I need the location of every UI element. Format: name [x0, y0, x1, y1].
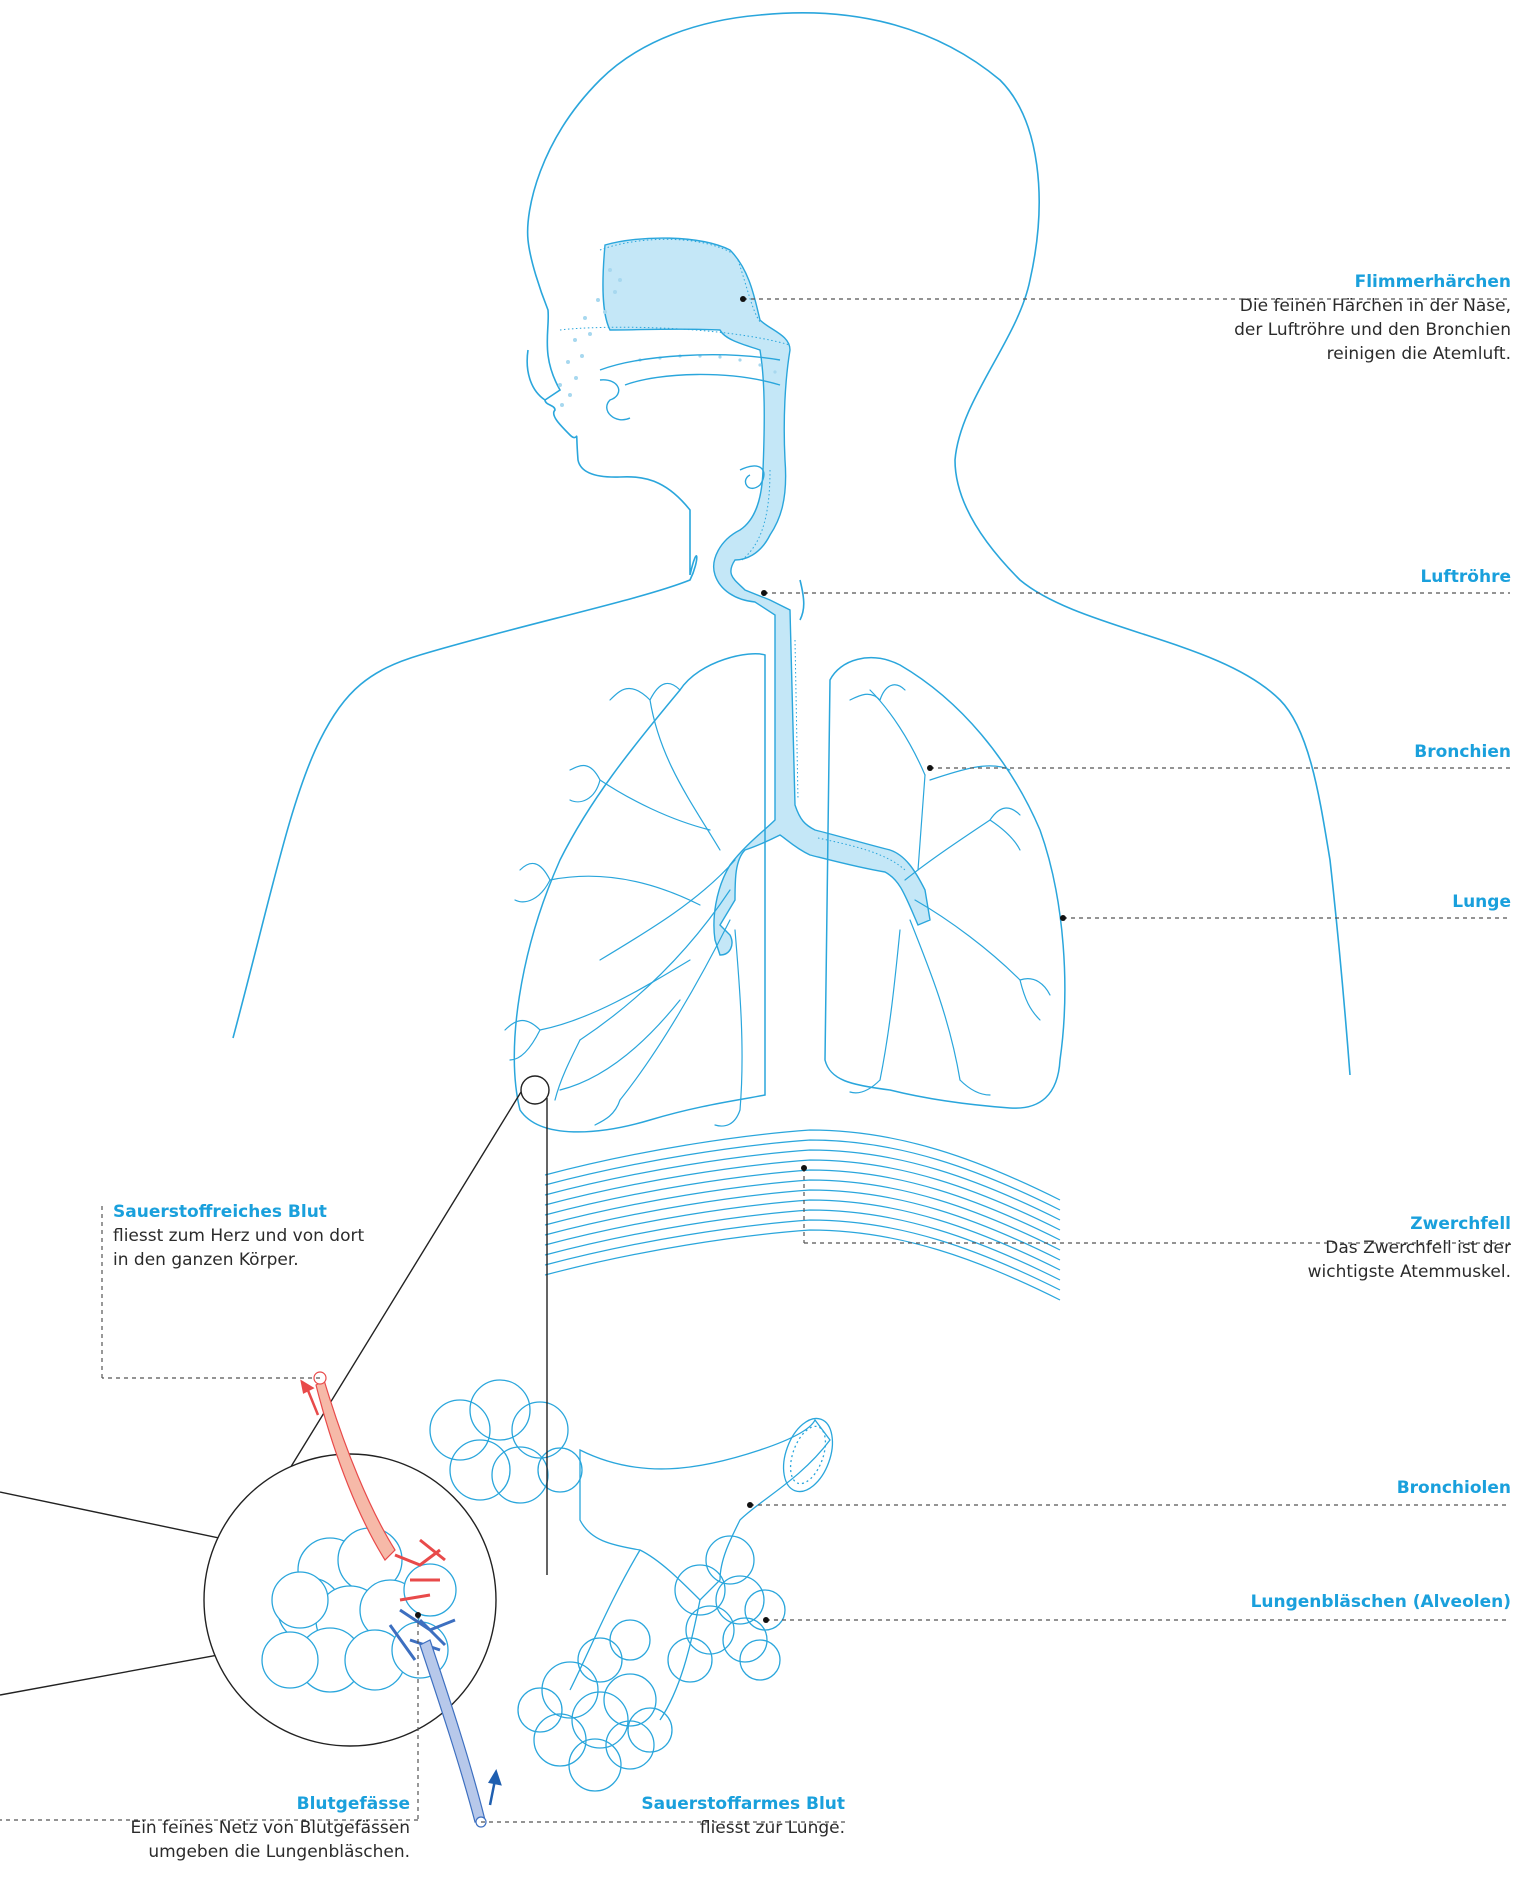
label-flimmerhaerchen: Flimmerhärchen Die feinen Härchen in der… [1151, 270, 1511, 366]
blut-arm-text: fliesst zur Lunge. [545, 1816, 845, 1840]
label-blutgefaesse: Blutgefässe Ein feines Netz von Blutgefä… [60, 1792, 410, 1864]
label-alveolen: Lungenbläschen (Alveolen) [1111, 1590, 1511, 1614]
label-lunge: Lunge [1211, 890, 1511, 914]
label-luftroehre: Luftröhre [1211, 565, 1511, 589]
diaphragm [545, 1130, 1060, 1300]
flimmerhaerchen-title: Flimmerhärchen [1151, 270, 1511, 294]
blutgefaesse-text: Ein feines Netz von Blutgefässen umgeben… [60, 1816, 410, 1864]
blut-reich-title: Sauerstoffreiches Blut [113, 1200, 433, 1224]
blut-arm-title: Sauerstoffarmes Blut [545, 1792, 845, 1816]
bronchiolen-title: Bronchiolen [1211, 1476, 1511, 1500]
zwerchfell-text: Das Zwerchfell ist der wichtigste Atemmu… [1211, 1236, 1511, 1284]
zwerchfell-title: Zwerchfell [1211, 1212, 1511, 1236]
blutgefaesse-title: Blutgefässe [60, 1792, 410, 1816]
flimmerhaerchen-text: Die feinen Härchen in der Nase, der Luft… [1151, 294, 1511, 366]
luftroehre-title: Luftröhre [1211, 565, 1511, 589]
alveolen-title: Lungenbläschen (Alveolen) [1111, 1590, 1511, 1614]
blut-reich-text: fliesst zum Herz und von dort in den gan… [113, 1224, 433, 1272]
bronchien-title: Bronchien [1211, 740, 1511, 764]
label-bronchien: Bronchien [1211, 740, 1511, 764]
label-bronchiolen: Bronchiolen [1211, 1476, 1511, 1500]
body-outline [233, 13, 1350, 1075]
label-sauerstoffreiches-blut: Sauerstoffreiches Blut fliesst zum Herz … [113, 1200, 433, 1272]
label-sauerstoffarmes-blut: Sauerstoffarmes Blut fliesst zur Lunge. [545, 1792, 845, 1840]
airway-fill [603, 238, 930, 955]
label-zwerchfell: Zwerchfell Das Zwerchfell ist der wichti… [1211, 1212, 1511, 1284]
blue-arrow-icon [490, 1772, 500, 1805]
red-arrow-icon [302, 1382, 318, 1415]
lunge-title: Lunge [1211, 890, 1511, 914]
mouth-tongue [600, 355, 780, 489]
